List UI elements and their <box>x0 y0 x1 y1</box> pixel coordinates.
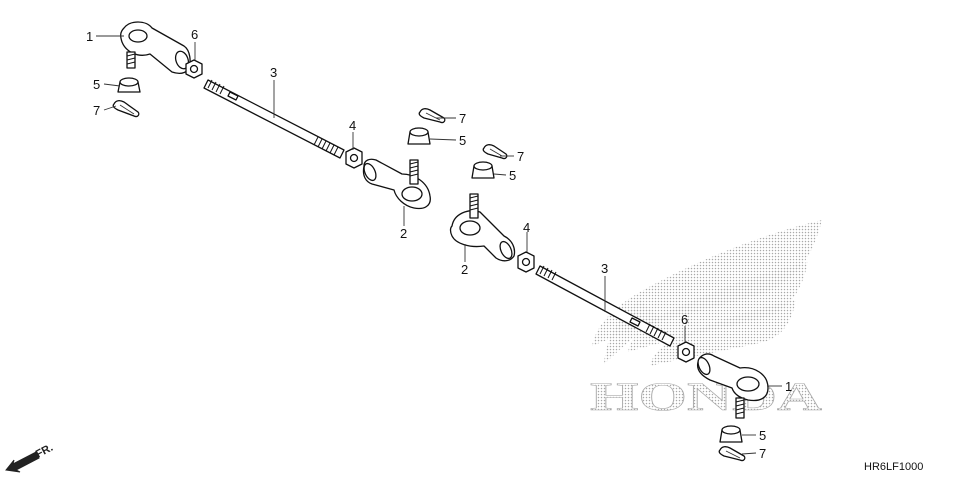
callout-mid-left-cotter-pin: 7 <box>459 111 466 126</box>
callout-mid-right-ball-joint: 2 <box>461 262 468 277</box>
mid-left-castle-nut <box>407 127 431 145</box>
callout-right-rod: 3 <box>601 261 608 276</box>
leader-lines <box>96 35 782 455</box>
left-jam-nut <box>185 59 203 79</box>
callout-mid-left-castle-nut: 5 <box>459 133 466 148</box>
mid-right-lock-nut <box>517 251 535 273</box>
callout-mid-right-cotter-pin: 7 <box>517 149 524 164</box>
diagram-code: HR6LF1000 <box>864 461 923 473</box>
honda-wing-logo: HONDA <box>590 220 822 419</box>
left-tie-rod-end <box>120 21 191 74</box>
callout-left-jam-nut: 6 <box>191 27 198 42</box>
callout-left-rod: 3 <box>270 65 277 80</box>
callout-mid-right-castle-nut: 5 <box>509 168 516 183</box>
callout-left-castle-nut: 5 <box>93 77 100 92</box>
mid-right-ball-joint <box>449 193 516 262</box>
mid-left-lock-nut <box>345 147 363 169</box>
right-jam-nut <box>677 341 695 363</box>
callout-left-cotter-pin: 7 <box>93 103 100 118</box>
mid-right-cotter-pin <box>482 144 508 160</box>
honda-watermark-text: HONDA <box>590 374 822 419</box>
right-tie-rod-end <box>696 353 769 419</box>
left-threaded-rod <box>203 79 345 159</box>
right-cotter-pin <box>718 446 746 462</box>
mid-left-cotter-pin <box>418 108 446 124</box>
callout-mid-right-lock-nut: 4 <box>523 220 530 235</box>
mid-right-castle-nut <box>471 161 495 179</box>
callout-right-cotter-pin: 7 <box>759 446 766 461</box>
callout-mid-left-ball-joint: 2 <box>400 226 407 241</box>
callout-mid-left-lock-nut: 4 <box>349 118 356 133</box>
right-castle-nut <box>719 425 743 443</box>
left-cotter-pin <box>112 100 140 118</box>
left-castle-nut <box>117 77 141 93</box>
callout-left-tie-rod-end: 1 <box>86 29 93 44</box>
front-direction-arrow: FR. <box>5 442 55 473</box>
callout-right-jam-nut: 6 <box>681 312 688 327</box>
mid-left-ball-joint <box>362 158 431 210</box>
front-direction-label: FR. <box>34 442 55 461</box>
callout-right-castle-nut: 5 <box>759 428 766 443</box>
callout-right-tie-rod-end: 1 <box>785 379 792 394</box>
